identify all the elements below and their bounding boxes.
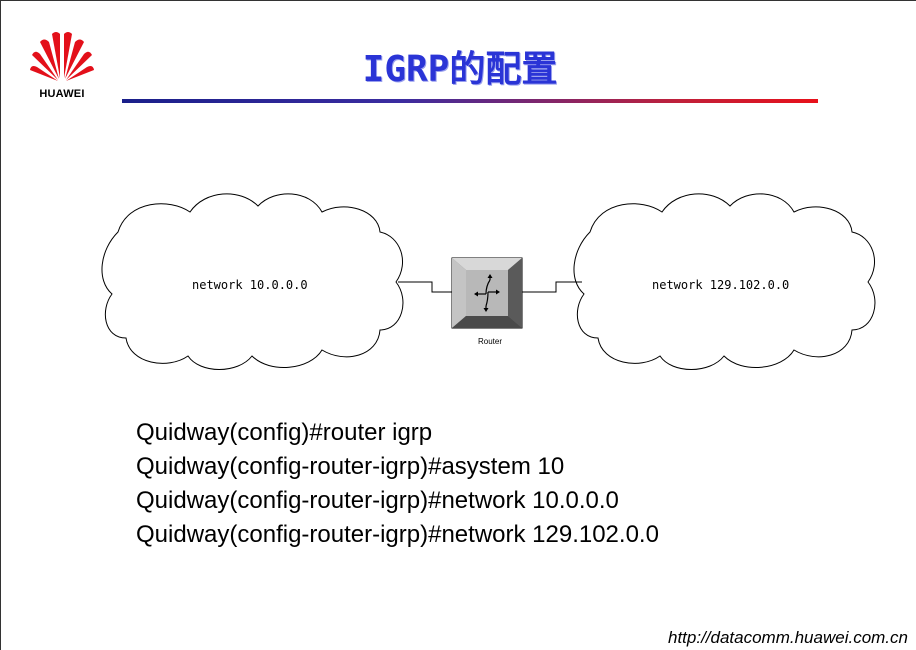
title-underline xyxy=(122,99,818,103)
router-icon xyxy=(451,257,523,329)
link-right xyxy=(522,281,582,293)
command-list: Quidway(config)#router igrp Quidway(conf… xyxy=(136,416,659,552)
slide-title: IGRP的配置 xyxy=(362,49,558,90)
right-cloud-icon xyxy=(573,193,876,370)
command-line: Quidway(config-router-igrp)#asystem 10 xyxy=(136,453,565,480)
huawei-logo: HUAWEI xyxy=(22,28,102,106)
brand-name: HUAWEI xyxy=(39,88,85,100)
huawei-logo-icon xyxy=(30,32,94,81)
right-network-label: network 129.102.0.0 xyxy=(652,278,790,292)
diagram-canvas xyxy=(101,193,876,370)
command-line: Quidway(config-router-igrp)#network 129.… xyxy=(136,521,659,548)
router-label: Router xyxy=(477,337,502,346)
command-line: Quidway(config)#router igrp xyxy=(136,419,433,446)
link-left xyxy=(398,281,452,293)
left-network-label: network 10.0.0.0 xyxy=(192,278,308,292)
left-cloud-icon xyxy=(101,193,404,370)
network-diagram: network 10.0.0.0 network 129.102.0.0 Rou… xyxy=(0,170,916,390)
command-line: Quidway(config-router-igrp)#network 10.0… xyxy=(136,487,619,514)
footer-url: http://datacomm.huawei.com.cn xyxy=(667,628,908,647)
